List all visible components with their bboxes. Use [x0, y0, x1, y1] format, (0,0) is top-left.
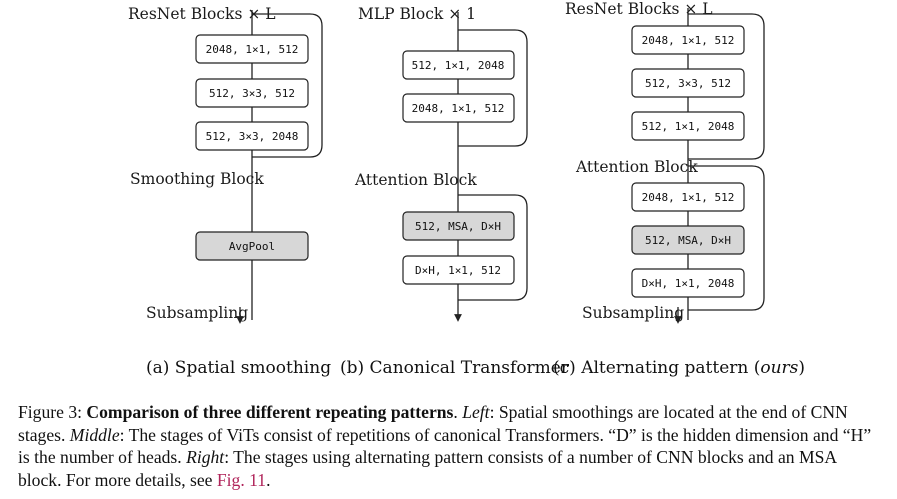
panel-b: MLP Block × 1 512, 1×1, 2048 2048, 1×1, … — [340, 5, 570, 378]
panel-c-res-block — [631, 68, 745, 98]
caption-middle-label: Middle — [69, 424, 120, 445]
panel-c-attn-block — [631, 268, 745, 298]
panel-a-block — [195, 34, 309, 64]
panel-c-attn-skip-connection — [688, 165, 765, 311]
panel-a-block — [195, 121, 309, 151]
caption-title: Comparison of three different repeating … — [86, 402, 454, 422]
caption-left-label: Left — [462, 402, 490, 422]
panel-a-avgpool-block — [195, 231, 309, 261]
panel-a-skip-connection — [252, 13, 323, 158]
panel-a-mid-label: Smoothing Block — [130, 170, 264, 188]
panel-c-attn-block-label: D×H, 1×1, 2048 — [642, 277, 735, 290]
caption-prefix: Figure 3: — [18, 402, 87, 422]
panel-c-mid-label: Attention Block — [575, 158, 698, 176]
panel-b-attn-block-label: D×H, 1×1, 512 — [415, 264, 501, 277]
panel-b-mid-label: Attention Block — [354, 171, 477, 189]
panel-a-subcaption: (a) Spatial smoothing — [146, 358, 331, 378]
panel-a-top-label: ResNet Blocks × L — [128, 5, 276, 23]
panel-c-subcaption: (c) Alternating pattern (ours) — [553, 358, 805, 378]
panel-b-top-label: MLP Block × 1 — [358, 5, 476, 23]
figure-caption: Figure 3: Comparison of three different … — [18, 401, 878, 491]
panel-c-res-block — [631, 111, 745, 141]
panel-b-attn-block-label: 512, MSA, D×H — [415, 220, 501, 233]
panel-c-subcaption-prefix: (c) Alternating pattern ( — [553, 358, 760, 378]
panel-a-block-label: 2048, 1×1, 512 — [206, 43, 299, 56]
panel-c-bottom-label: Subsampling — [582, 304, 684, 322]
panel-c-attn-block-label: 512, MSA, D×H — [645, 234, 731, 247]
panel-c-subcaption-suffix: ) — [798, 358, 805, 378]
panel-b-mlp-skip-connection — [458, 29, 528, 147]
panel-a-avgpool-label: AvgPool — [229, 240, 275, 253]
panel-b-mlp-block — [402, 93, 515, 123]
caption-right-label: Right — [186, 447, 225, 467]
panel-c-attn-block — [631, 182, 745, 212]
panel-b-attn-block — [402, 255, 515, 285]
panel-a: ResNet Blocks × L 2048, 1×1, 512 512, 3×… — [128, 5, 331, 378]
panel-a-bottom-label: Subsampling — [146, 304, 248, 322]
panel-c-subcaption-ours: ours — [760, 358, 798, 378]
panel-c-res-block — [631, 25, 745, 55]
panel-b-msa-block — [402, 211, 515, 241]
panel-b-mlp-block-label: 512, 1×1, 2048 — [412, 59, 505, 72]
panel-c-res-block-label: 512, 3×3, 512 — [645, 77, 731, 90]
panel-a-block — [195, 78, 309, 108]
panel-b-subcaption: (b) Canonical Transformer — [340, 358, 570, 378]
panel-a-block-label: 512, 3×3, 2048 — [206, 130, 299, 143]
panel-b-attn-skip-connection — [458, 194, 528, 301]
panel-c-attn-block-label: 2048, 1×1, 512 — [642, 191, 735, 204]
panel-c-top-label: ResNet Blocks × L — [565, 0, 713, 18]
panel-a-block-label: 512, 3×3, 512 — [209, 87, 295, 100]
panel-b-mlp-block-label: 2048, 1×1, 512 — [412, 102, 505, 115]
caption-left-text: : Spatial smoothings are located at the … — [18, 402, 848, 445]
panel-c-msa-block — [631, 225, 745, 255]
caption-dot: . — [453, 402, 463, 422]
panel-c-res-block-label: 2048, 1×1, 512 — [642, 34, 735, 47]
panel-c: ResNet Blocks × L 2048, 1×1, 512 512, 3×… — [553, 0, 805, 378]
caption-end: . — [266, 469, 271, 490]
caption-middle-text: : The stages of ViTs consist of repetiti… — [18, 424, 872, 468]
caption-right-text: : The stages using alternating pattern c… — [18, 447, 837, 490]
panel-b-mlp-block — [402, 50, 515, 80]
panel-c-res-skip-connection — [688, 13, 765, 160]
panel-c-res-block-label: 512, 1×1, 2048 — [642, 120, 735, 133]
figure-reference-link[interactable]: Fig. 11 — [216, 469, 267, 490]
